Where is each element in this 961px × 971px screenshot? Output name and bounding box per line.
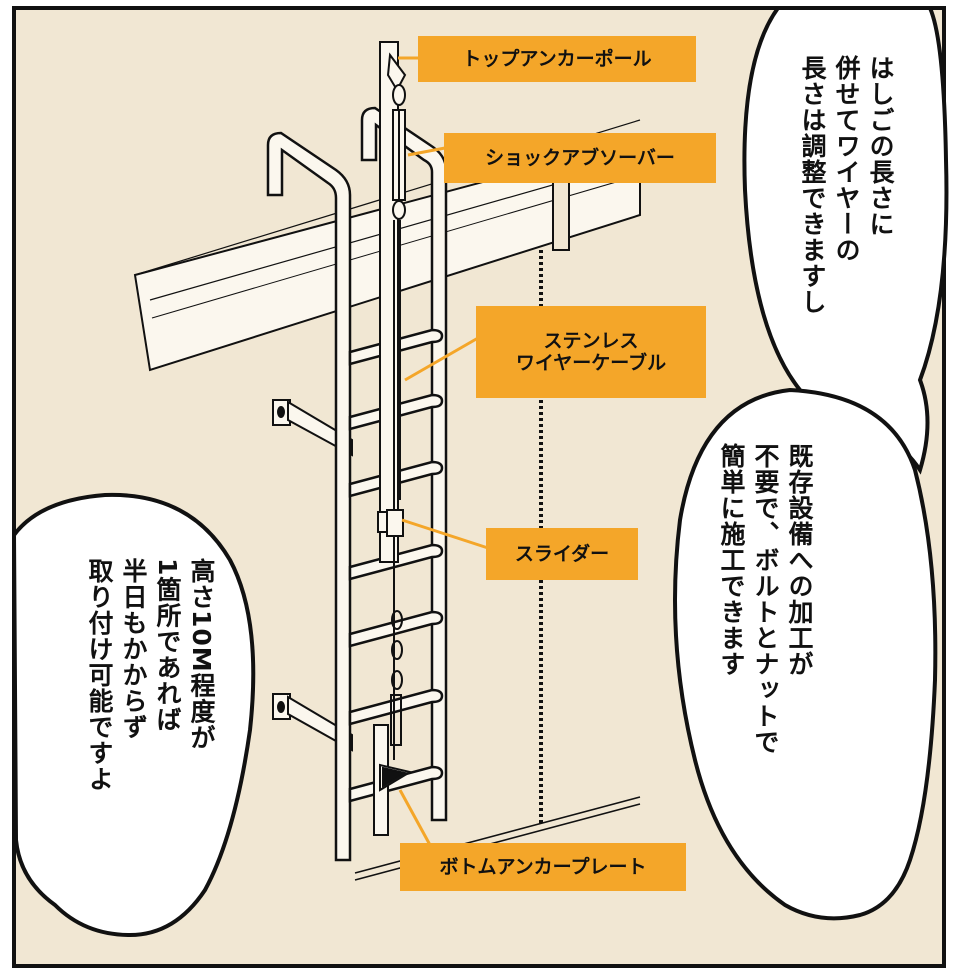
ladder-rungs: [348, 328, 444, 803]
slider-device: [377, 509, 404, 537]
bubble-middle-right-line-1: 既存設備への加工が: [785, 443, 814, 677]
speech-bubble-left: [11, 492, 256, 938]
wire-cable: [393, 220, 401, 760]
label-wire-line2: ワイヤーケーブル: [515, 352, 667, 374]
bubble-top-right-line-1: はしごの長さに: [866, 55, 895, 237]
ladder-rung: [348, 688, 444, 726]
chain-links: [390, 610, 403, 746]
bottom-anchor-plate: [373, 724, 413, 836]
bubble-left-line-1: 高さ10M程度が: [187, 558, 216, 751]
label-top-anchor-pole: トップアンカーポール: [418, 36, 696, 82]
bubble-left-line-3: 半日もかからず: [119, 558, 148, 740]
bubble-text-left: 高さ10M程度が 1箇所であれば 半日もかからず 取り付け可能ですよ: [82, 558, 218, 792]
bubble-left-line-2: 1箇所であれば: [153, 558, 182, 733]
label-slider: スライダー: [486, 528, 638, 580]
label-bottom-anchor-plate: ボトムアンカープレート: [400, 843, 686, 891]
ladder-left-rail: [266, 131, 352, 862]
leader-lines: [398, 56, 489, 846]
label-shock-absorber: ショックアブソーバー: [444, 133, 716, 183]
bubble-text-top-right: はしごの長さに 併せてワイヤーの 長さは調整できますし: [795, 55, 897, 315]
shock-absorber: [392, 84, 406, 220]
bubble-middle-right-line-2: 不要で、ボルトとナットで: [751, 443, 780, 755]
bubble-top-right-line-2: 併せてワイヤーの: [832, 55, 861, 263]
bubble-text-middle-right: 既存設備への加工が 不要で、ボルトとナットで 簡単に施工できます: [714, 443, 816, 755]
label-stainless-wire-cable: ステンレス ワイヤーケーブル: [476, 306, 706, 398]
bubble-top-right-line-3: 長さは調整できますし: [798, 55, 827, 315]
speech-bubble-middle-right: [673, 387, 938, 921]
bubble-left-line-4: 取り付け可能ですよ: [85, 558, 114, 792]
bubble-middle-right-line-3: 簡単に施工できます: [717, 443, 746, 677]
label-wire-line1: ステンレス: [543, 330, 639, 352]
